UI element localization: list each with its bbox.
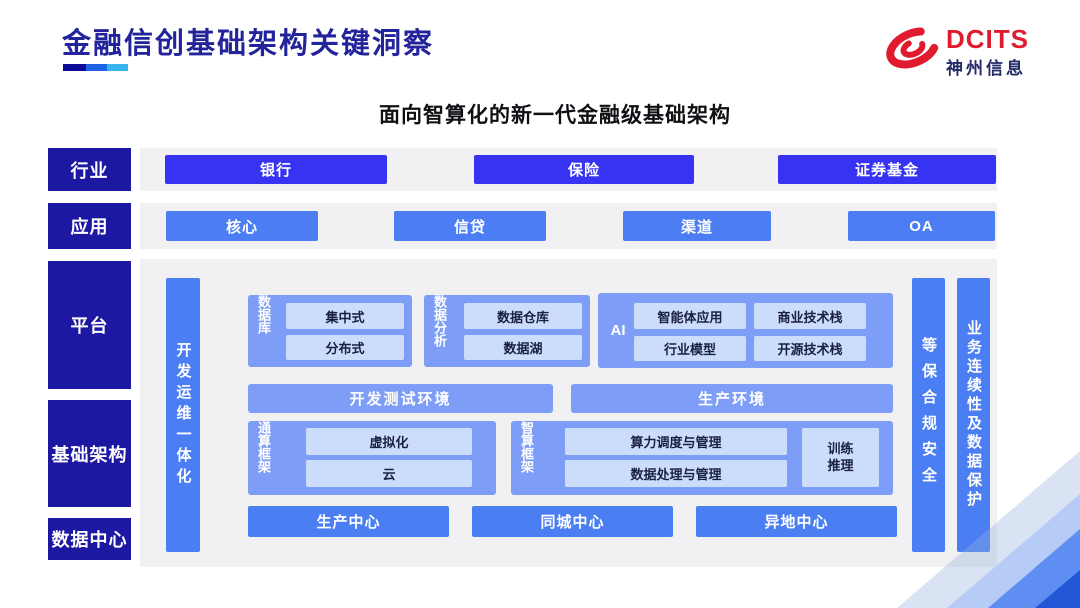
security-compliance-bar: 等保合规安全 (912, 278, 945, 552)
database-block-label: 数据库 (256, 295, 271, 334)
database-item-distributed: 分布式 (286, 335, 404, 360)
layer-label-industry: 行业 (48, 148, 131, 191)
production-env-bar: 生产环境 (571, 384, 893, 413)
industry-item-securities: 证券基金 (778, 155, 996, 184)
analytics-item-warehouse: 数据仓库 (464, 303, 582, 329)
app-item-core: 核心 (166, 211, 318, 241)
ai-block-label: AI (610, 322, 626, 339)
devops-vertical-bar: 开发运维一体化 (166, 278, 200, 552)
analytics-block-label: 数据分析 (432, 295, 447, 347)
database-block: 数据库 集中式 分布式 (248, 295, 412, 367)
general-item-virtualization: 虚拟化 (306, 428, 472, 455)
general-item-cloud: 云 (306, 460, 472, 487)
business-continuity-bar: 业务连续性及数据保护 (957, 278, 990, 552)
ai-block: AI 智能体应用 商业技术栈 行业模型 开源技术栈 (598, 293, 893, 368)
smart-compute-block: 智算框架 算力调度与管理 数据处理与管理 训练 推理 (511, 421, 893, 495)
app-item-credit: 信贷 (394, 211, 546, 241)
layer-label-infrastructure: 基础架构 (48, 400, 131, 507)
smart-compute-label: 智算框架 (519, 421, 534, 473)
layer-label-application: 应用 (48, 203, 131, 249)
smart-item-data-processing: 数据处理与管理 (565, 460, 787, 487)
underline-segment-dark (63, 64, 86, 71)
title-underline (63, 64, 128, 71)
application-row: 核心 信贷 渠道 OA (140, 203, 997, 249)
ai-item-commercial-stack: 商业技术栈 (754, 303, 866, 329)
company-logo: DCITS 神州信息 (882, 18, 1052, 80)
dev-test-env-bar: 开发测试环境 (248, 384, 553, 413)
analytics-block: 数据分析 数据仓库 数据湖 (424, 295, 590, 367)
general-compute-block: 通算框架 虚拟化 云 (248, 421, 496, 495)
diagram-subtitle: 面向智算化的新一代金融级基础架构 (379, 104, 731, 127)
app-item-oa: OA (848, 211, 995, 241)
smart-item-train-infer: 训练 推理 (802, 428, 879, 487)
general-compute-label: 通算框架 (256, 421, 271, 473)
app-item-channel: 渠道 (623, 211, 771, 241)
layer-label-datacenter: 数据中心 (48, 518, 131, 560)
underline-segment-light (107, 64, 128, 71)
infer-line: 推理 (827, 457, 854, 473)
underline-segment-mid (86, 64, 107, 71)
architecture-panel: 开发运维一体化 数据库 集中式 分布式 数据分析 数据仓库 数据湖 AI 智能体… (140, 259, 997, 567)
dcits-swirl-icon (886, 27, 940, 69)
industry-item-bank: 银行 (165, 155, 387, 184)
page-title: 金融信创基础架构关键洞察 (62, 28, 435, 60)
logo-brand-text: DCITS (946, 24, 1029, 54)
logo-company-text: 神州信息 (946, 59, 1026, 78)
industry-row: 银行 保险 证券基金 (140, 148, 997, 191)
center-production: 生产中心 (248, 506, 449, 537)
center-same-city: 同城中心 (472, 506, 673, 537)
train-line: 训练 (827, 440, 854, 456)
layer-label-platform: 平台 (48, 261, 131, 389)
industry-item-insurance: 保险 (474, 155, 694, 184)
analytics-item-lake: 数据湖 (464, 335, 582, 360)
ai-item-opensource-stack: 开源技术栈 (754, 336, 866, 361)
ai-item-agent-app: 智能体应用 (634, 303, 746, 329)
ai-item-industry-model: 行业模型 (634, 336, 746, 361)
center-remote: 异地中心 (696, 506, 897, 537)
database-item-centralized: 集中式 (286, 303, 404, 329)
smart-item-compute-scheduling: 算力调度与管理 (565, 428, 787, 455)
